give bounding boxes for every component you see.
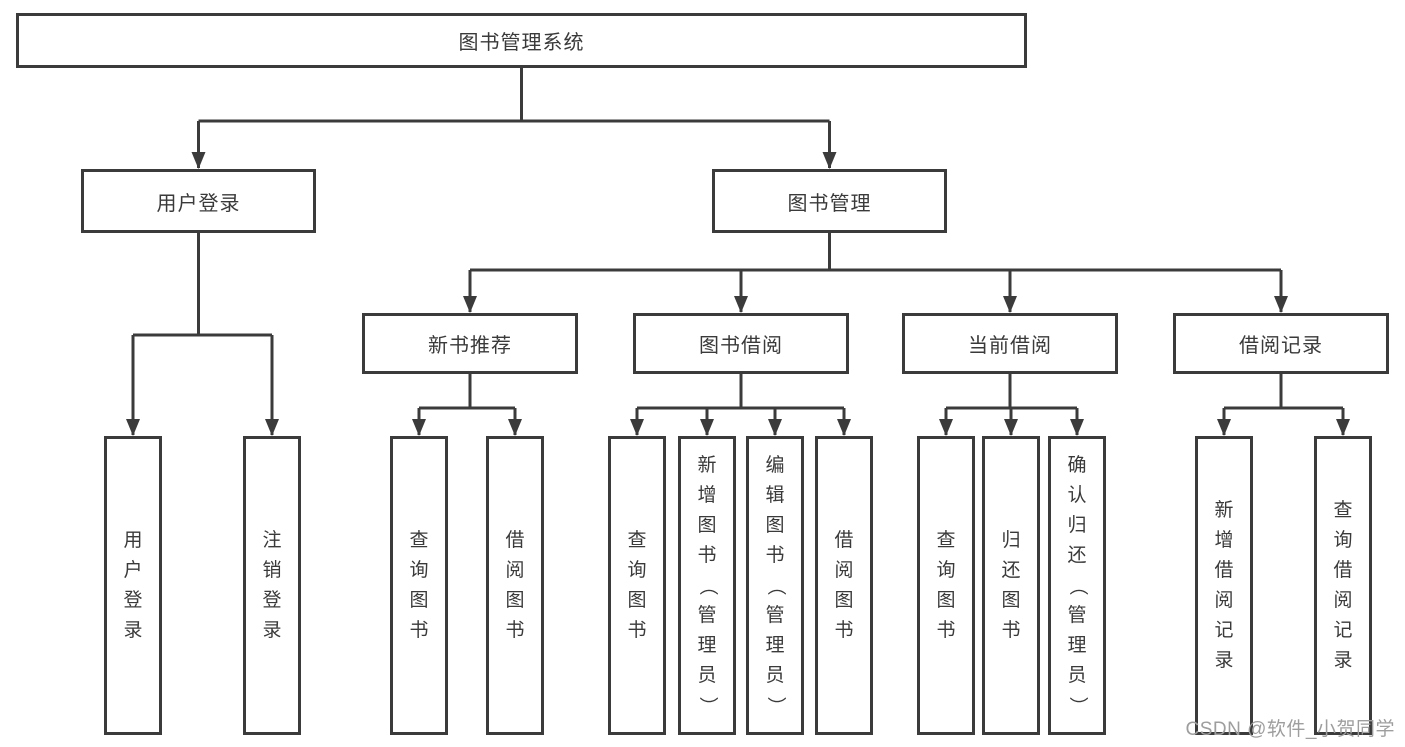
node-label: 新增借阅记录	[1214, 499, 1234, 671]
leaf-borrow-books-recommend: 借阅图书	[486, 436, 544, 735]
arrowhead-icon	[191, 152, 206, 169]
node-label: 查询借阅记录	[1333, 499, 1353, 671]
node-label: 归还图书	[1001, 529, 1021, 641]
leaf-query-books-recommend: 查询图书	[390, 436, 448, 735]
node-label: 注销登录	[262, 529, 282, 641]
node-new-book-recommend: 新书推荐	[362, 313, 578, 374]
leaf-query-books-borrow: 查询图书	[608, 436, 666, 735]
node-label: 图书管理系统	[458, 32, 585, 54]
node-label: 借阅图书	[505, 529, 525, 641]
node-label: 确认归还（管理员）	[1067, 454, 1088, 716]
node-label: 编辑图书（管理员）	[765, 454, 786, 716]
watermark: CSDN @软件_小贺同学	[1185, 719, 1395, 740]
node-label: 新书推荐	[428, 335, 512, 357]
node-user-login: 用户登录	[81, 169, 316, 233]
leaf-return-books: 归还图书	[982, 436, 1040, 735]
node-label: 用户登录	[156, 192, 241, 215]
leaf-confirm-return-admin: 确认归还（管理员）	[1048, 436, 1106, 735]
leaf-edit-books-admin: 编辑图书（管理员）	[746, 436, 804, 735]
arrowhead-icon	[1004, 419, 1018, 436]
arrowhead-icon	[265, 419, 279, 436]
arrowhead-icon	[412, 419, 426, 436]
arrowhead-icon	[939, 419, 953, 436]
arrowhead-icon	[1070, 419, 1084, 436]
arrowhead-icon	[630, 419, 644, 436]
node-label: 图书借阅	[699, 335, 783, 357]
node-book-management: 图书管理	[712, 169, 947, 233]
leaf-query-books-current: 查询图书	[917, 436, 975, 735]
node-label: 借阅图书	[834, 529, 854, 641]
node-label: 新增图书（管理员）	[697, 454, 718, 716]
leaf-query-borrow-record: 查询借阅记录	[1314, 436, 1372, 735]
node-book-borrow: 图书借阅	[633, 313, 849, 374]
arrowhead-icon	[734, 296, 748, 313]
arrowhead-icon	[508, 419, 522, 436]
leaf-borrow-books: 借阅图书	[815, 436, 873, 735]
arrowhead-icon	[822, 152, 837, 169]
leaf-add-borrow-record: 新增借阅记录	[1195, 436, 1253, 735]
node-label: 查询图书	[627, 529, 647, 641]
node-label: 用户登录	[123, 529, 143, 641]
node-root-system: 图书管理系统	[16, 13, 1027, 68]
arrowhead-icon	[1336, 419, 1350, 436]
arrowhead-icon	[1217, 419, 1231, 436]
arrowhead-icon	[768, 419, 782, 436]
leaf-user-login: 用户登录	[104, 436, 162, 735]
arrowhead-icon	[700, 419, 714, 436]
tree-edges	[131, 68, 1345, 435]
node-current-borrow: 当前借阅	[902, 313, 1118, 374]
node-label: 查询图书	[936, 529, 956, 641]
leaf-logout: 注销登录	[243, 436, 301, 735]
leaf-add-books-admin: 新增图书（管理员）	[678, 436, 736, 735]
node-label: 图书管理	[787, 192, 872, 215]
arrowhead-icon	[1003, 296, 1017, 313]
arrowhead-icon	[126, 419, 140, 436]
arrowhead-icon	[837, 419, 851, 436]
arrowhead-icon	[463, 296, 477, 313]
node-label: 借阅记录	[1239, 335, 1323, 357]
node-label: 当前借阅	[968, 335, 1052, 357]
node-borrow-records: 借阅记录	[1173, 313, 1389, 374]
arrowhead-icon	[1274, 296, 1288, 313]
node-label: 查询图书	[409, 529, 429, 641]
